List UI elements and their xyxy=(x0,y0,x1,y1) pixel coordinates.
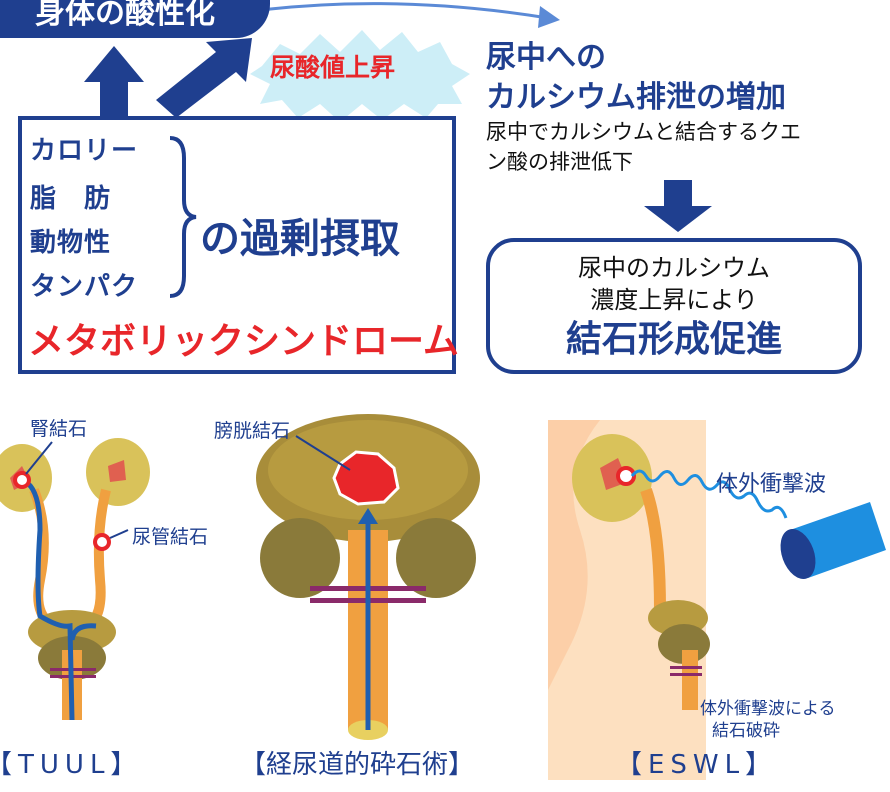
calcium-title-2: カルシウム排泄の増加 xyxy=(486,80,786,115)
scope-line xyxy=(20,477,75,721)
illustrations xyxy=(0,414,886,780)
calcium-title-1: 尿中への xyxy=(486,40,606,75)
uric-acid-label: 尿酸値上昇 xyxy=(270,53,396,82)
ureter-stone xyxy=(93,533,111,551)
result-box: 尿中のカルシウム 濃度上昇により 結石形成促進 xyxy=(486,238,862,374)
cause-fat: 脂 肪 xyxy=(30,184,112,214)
result-line-2: 濃度上昇により xyxy=(590,286,758,314)
eswl-note-2: 結石破砕 xyxy=(712,721,780,741)
brace-icon xyxy=(169,136,197,298)
calcium-desc-1: 尿中でカルシウムと結合するクエ xyxy=(486,120,801,144)
tuul-illustration xyxy=(0,438,150,721)
uric-burst xyxy=(250,30,470,122)
bladder-stone xyxy=(332,450,400,506)
up-arrow-1 xyxy=(84,46,144,116)
tul-illustration xyxy=(256,414,480,740)
arc-line xyxy=(259,2,549,20)
bladder-stone-label: 膀胱結石 xyxy=(214,420,291,442)
kidney-stone xyxy=(13,471,31,489)
down-arrow xyxy=(644,180,712,232)
excess-intake-label: の過剰摂取 xyxy=(200,216,400,262)
calcium-desc-2: ン酸の排泄低下 xyxy=(486,150,633,174)
causes-box: カロリー 脂 肪 動物性 タンパク の過剰摂取 メタボリックシンドローム xyxy=(18,116,459,374)
cause-calorie: カロリー xyxy=(30,136,139,166)
eswl-stone xyxy=(616,466,636,486)
eswl-note-1: 体外衝撃波による xyxy=(700,699,836,719)
eswl-caption: 【ESWL】 xyxy=(616,750,778,780)
acidification-label: 身体の酸性化 xyxy=(0,0,270,38)
up-arrow-2 xyxy=(156,38,252,118)
tuul-caption: 【TUUL】 xyxy=(0,750,143,780)
result-line-1: 尿中のカルシウム xyxy=(578,254,770,282)
result-line-3: 結石形成促進 xyxy=(565,318,782,360)
cause-protein: タンパク xyxy=(30,272,139,302)
kidney-stone-label: 腎結石 xyxy=(30,418,88,440)
ureter-stone-label: 尿管結石 xyxy=(132,526,209,548)
shock-wave xyxy=(630,469,788,519)
metabolic-syndrome-label: メタボリックシンドローム xyxy=(28,321,459,362)
probe-icon xyxy=(780,502,886,580)
right-ureter xyxy=(81,488,111,633)
top-connectors xyxy=(84,2,712,232)
eswl-illustration xyxy=(548,420,886,780)
eswl-ureter xyxy=(640,488,666,611)
shock-wave-label: 体外衝撃波 xyxy=(716,472,827,497)
cause-animal: 動物性 xyxy=(30,228,112,258)
arc-arrowhead xyxy=(538,6,560,28)
tul-caption: 【経尿道的砕石術】 xyxy=(240,750,475,780)
